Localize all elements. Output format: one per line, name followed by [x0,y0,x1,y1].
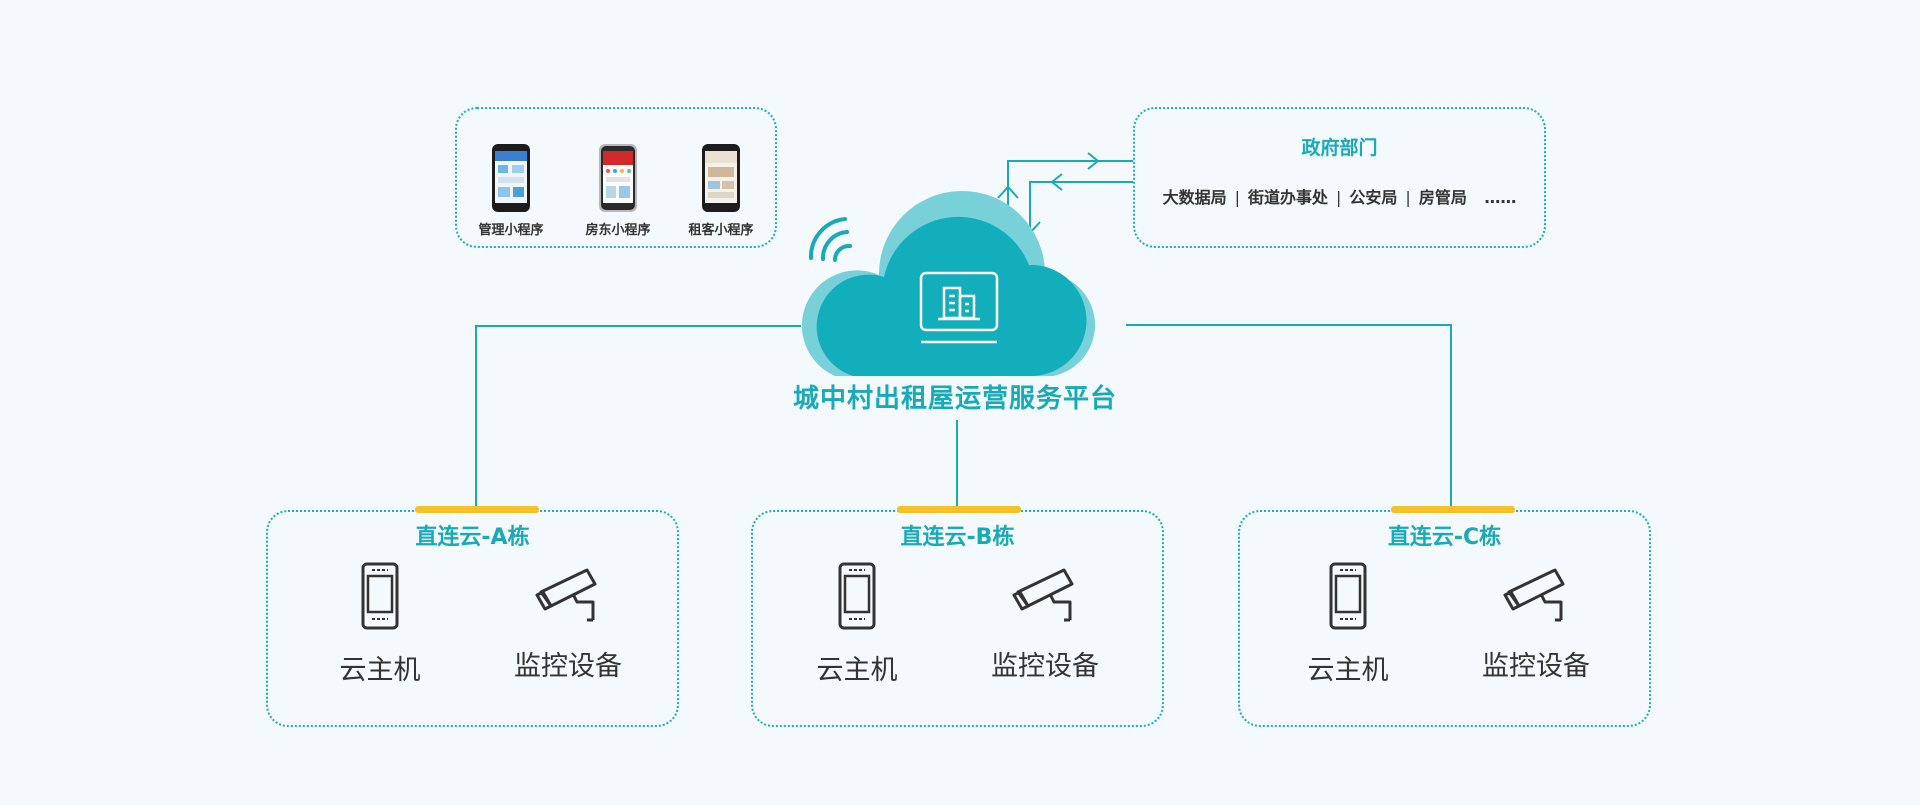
device-label: 云主机 [1307,655,1389,686]
device-cloud-host[interactable]: 云主机 [792,562,922,687]
divider: | [1234,188,1240,207]
arrow-left-head [1050,173,1063,191]
mini-program-label: 房东小程序 [585,223,651,238]
phone-icon [702,144,740,212]
device-label: 云主机 [816,655,898,686]
divider: | [1405,188,1411,207]
mini-program-tenant[interactable]: 租客小程序 [671,143,771,238]
camera-icon [1012,568,1074,622]
device-surveillance[interactable]: 监控设备 [503,562,633,683]
device-cloud-host[interactable]: 云主机 [1283,562,1413,687]
wifi-icon [808,217,852,262]
link-platform-building-c [1126,324,1452,510]
highlight-bar [415,506,539,513]
government-departments: 大数据局 | 街道办事处 | 公安局 | 房管局 …… [1135,184,1544,208]
arrow-up-head [997,185,1019,199]
device-surveillance[interactable]: 监控设备 [1471,562,1601,683]
mini-program-landlord[interactable]: 房东小程序 [568,143,668,238]
device-label: 云主机 [339,655,421,686]
mini-program-label: 管理小程序 [478,223,544,238]
building-a-panel: 直连云-A栋 云主机 监控设备 [266,506,679,727]
device-cloud-host[interactable]: 云主机 [315,562,445,687]
link-gov-platform-in [1029,181,1133,260]
phone-icon [492,144,530,212]
highlight-bar [1391,506,1515,513]
department-item: 房管局 [1418,188,1467,207]
building-monitor-icon [919,271,999,344]
mini-program-label: 租客小程序 [688,223,754,238]
phone-icon [599,144,637,212]
building-c-panel: 直连云-C栋 云主机 监控设备 [1238,506,1651,727]
device-surveillance[interactable]: 监控设备 [980,562,1110,683]
highlight-bar [897,506,1021,513]
department-item: 大数据局 [1162,188,1227,207]
device-label: 监控设备 [514,651,622,682]
cloud-host-icon [1329,562,1367,630]
camera-icon [535,568,597,622]
cloud-host-icon [838,562,876,630]
device-label: 监控设备 [1482,651,1590,682]
government-panel: 政府部门 大数据局 | 街道办事处 | 公安局 | 房管局 …… [1133,107,1546,248]
cloud-host-icon [361,562,399,630]
mini-program-manage[interactable]: 管理小程序 [461,143,561,238]
department-item: 街道办事处 [1248,188,1329,207]
ellipsis: …… [1484,188,1517,207]
building-title: 直连云-C栋 [1387,525,1502,550]
department-item: 公安局 [1349,188,1398,207]
building-title: 直连云-A栋 [415,525,530,550]
link-platform-building-a [475,325,801,510]
divider: | [1336,188,1342,207]
device-label: 监控设备 [991,651,1099,682]
arrow-right-head [1087,152,1100,170]
mini-program-panel: 管理小程序 房东小程序 租客小程序 [455,107,777,248]
building-b-panel: 直连云-B栋 云主机 监控设备 [751,506,1164,727]
camera-icon [1503,568,1565,622]
government-title: 政府部门 [1301,137,1378,159]
platform-title: 城中村出租屋运营服务平台 [792,384,1117,414]
building-title: 直连云-B栋 [900,525,1015,550]
